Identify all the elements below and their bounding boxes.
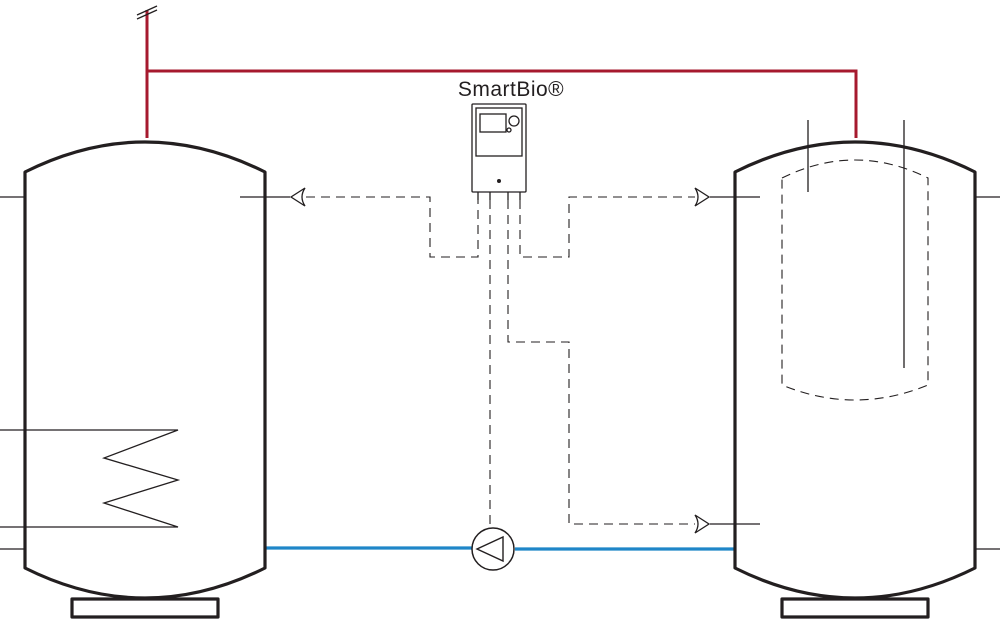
controller-label: SmartBio® xyxy=(458,78,564,101)
right-storage-tank xyxy=(710,120,1000,619)
controller-unit-icon xyxy=(471,103,527,193)
hot-supply-pipe xyxy=(145,10,858,138)
left-storage-tank xyxy=(0,140,290,619)
circulation-pump-icon xyxy=(471,527,515,571)
signal-wiring xyxy=(306,192,695,529)
heat-exchanger-coil-icon xyxy=(0,429,181,528)
temperature-sensor-icon xyxy=(694,514,711,534)
vent-symbol-icon xyxy=(136,5,158,20)
cold-return-pipe xyxy=(265,546,735,551)
internal-tank-dashed xyxy=(781,159,929,401)
temperature-sensor-icon xyxy=(694,187,711,207)
temperature-sensor-icon xyxy=(289,187,306,207)
